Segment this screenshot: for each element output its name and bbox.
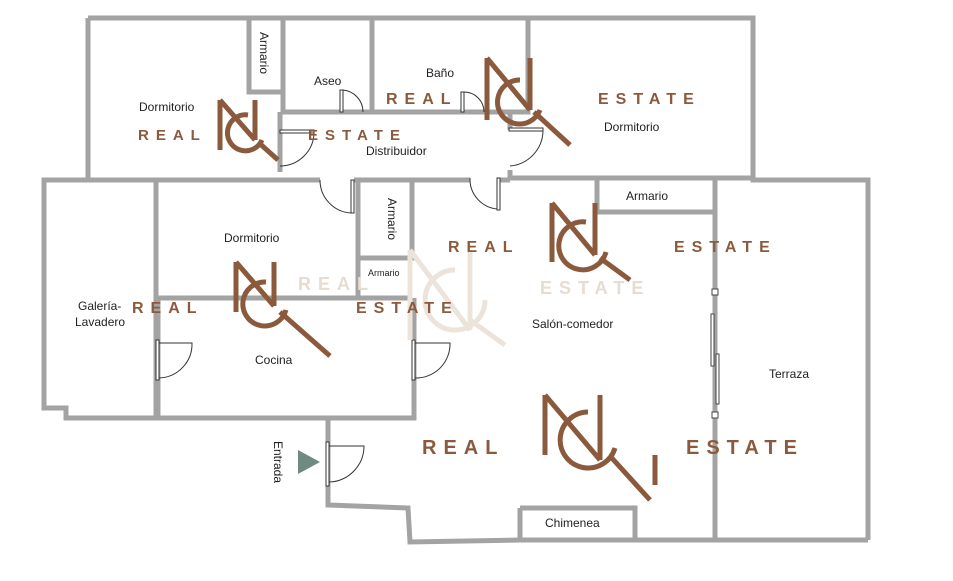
watermark-estate: ESTATE (598, 91, 701, 108)
label-armario-mid: Armario (385, 198, 399, 240)
watermark-monogram (233, 260, 332, 358)
label-galeria-2: Lavadero (75, 315, 125, 329)
watermark-real: REAL (132, 300, 204, 317)
wall-terrace (712, 177, 871, 540)
door-swing (319, 179, 352, 214)
door-leaf (279, 129, 315, 134)
door-leaf (155, 339, 160, 381)
watermark-estate: ESTATE (356, 300, 459, 317)
watermark-1: REAL ESTATE (138, 98, 407, 162)
label-aseo: Aseo (314, 74, 342, 88)
watermark-monogram (542, 393, 658, 502)
watermark-5: REAL ESTATE (422, 393, 804, 502)
door-leaf (339, 89, 344, 113)
watermark-estate: ESTATE (308, 127, 407, 144)
watermark-monogram (407, 248, 507, 348)
door-swing (342, 89, 364, 113)
watermark-faint: REAL ESTATE (298, 248, 650, 348)
terrace-window (710, 288, 720, 419)
window-post (711, 288, 719, 296)
window-post (711, 411, 719, 419)
label-armario-small: Armario (368, 268, 400, 278)
door-leaf (508, 127, 544, 132)
watermark-real: REAL (138, 127, 207, 144)
wall-bano (372, 18, 531, 115)
door-swing (469, 177, 498, 210)
watermark-4: REAL ESTATE (132, 260, 459, 358)
label-galeria-1: Galería- (78, 299, 121, 313)
label-armario-top: Armario (257, 32, 271, 74)
watermark-real: REAL (422, 437, 504, 459)
watermark-3: REAL ESTATE (448, 201, 777, 283)
label-entrada: Entrada (271, 441, 285, 483)
door-swing (414, 342, 451, 379)
watermark-real: REAL (386, 91, 458, 108)
label-dormitorio-ne: Dormitorio (604, 120, 660, 134)
window-pane (710, 313, 715, 367)
wall-armario-top (246, 18, 286, 95)
window-pane (715, 353, 720, 405)
door-leaf (460, 91, 465, 113)
wall-armario-mid (358, 180, 415, 261)
watermark-real: REAL (298, 274, 375, 294)
wall-aseo (280, 18, 375, 115)
door-leaf (350, 179, 355, 214)
label-salon: Salón-comedor (532, 317, 613, 331)
door-leaf (496, 177, 501, 211)
doors (155, 89, 544, 487)
label-dormitorio-nw: Dormitorio (139, 100, 195, 114)
door-swing (158, 342, 193, 379)
label-terraza: Terraza (769, 367, 809, 381)
door-leaf (325, 441, 330, 487)
watermark-monogram (217, 98, 280, 162)
label-armario-right: Armario (626, 189, 668, 203)
door-swing (509, 130, 544, 167)
walls (41, 15, 871, 545)
watermark-monogram (484, 56, 572, 147)
watermark-2: REAL ESTATE (386, 56, 701, 147)
label-cocina: Cocina (255, 353, 293, 367)
watermark-estate: ESTATE (674, 239, 777, 256)
entrance-arrow-icon (298, 450, 320, 474)
room-labels: Dormitorio Armario Aseo Baño Dormitorio … (75, 32, 809, 530)
watermark-monogram (549, 201, 632, 283)
door-leaf (411, 339, 416, 381)
door-swing (279, 132, 315, 167)
watermark-estate: ESTATE (686, 437, 804, 459)
label-distribuidor: Distribuidor (366, 144, 427, 158)
watermark-estate: ESTATE (540, 278, 650, 298)
label-bano: Baño (426, 66, 454, 80)
label-dormitorio-mid: Dormitorio (224, 231, 280, 245)
watermark-real: REAL (448, 239, 520, 256)
door-swing (463, 91, 485, 113)
door-swing (328, 445, 365, 483)
label-chimenea: Chimenea (545, 516, 600, 530)
